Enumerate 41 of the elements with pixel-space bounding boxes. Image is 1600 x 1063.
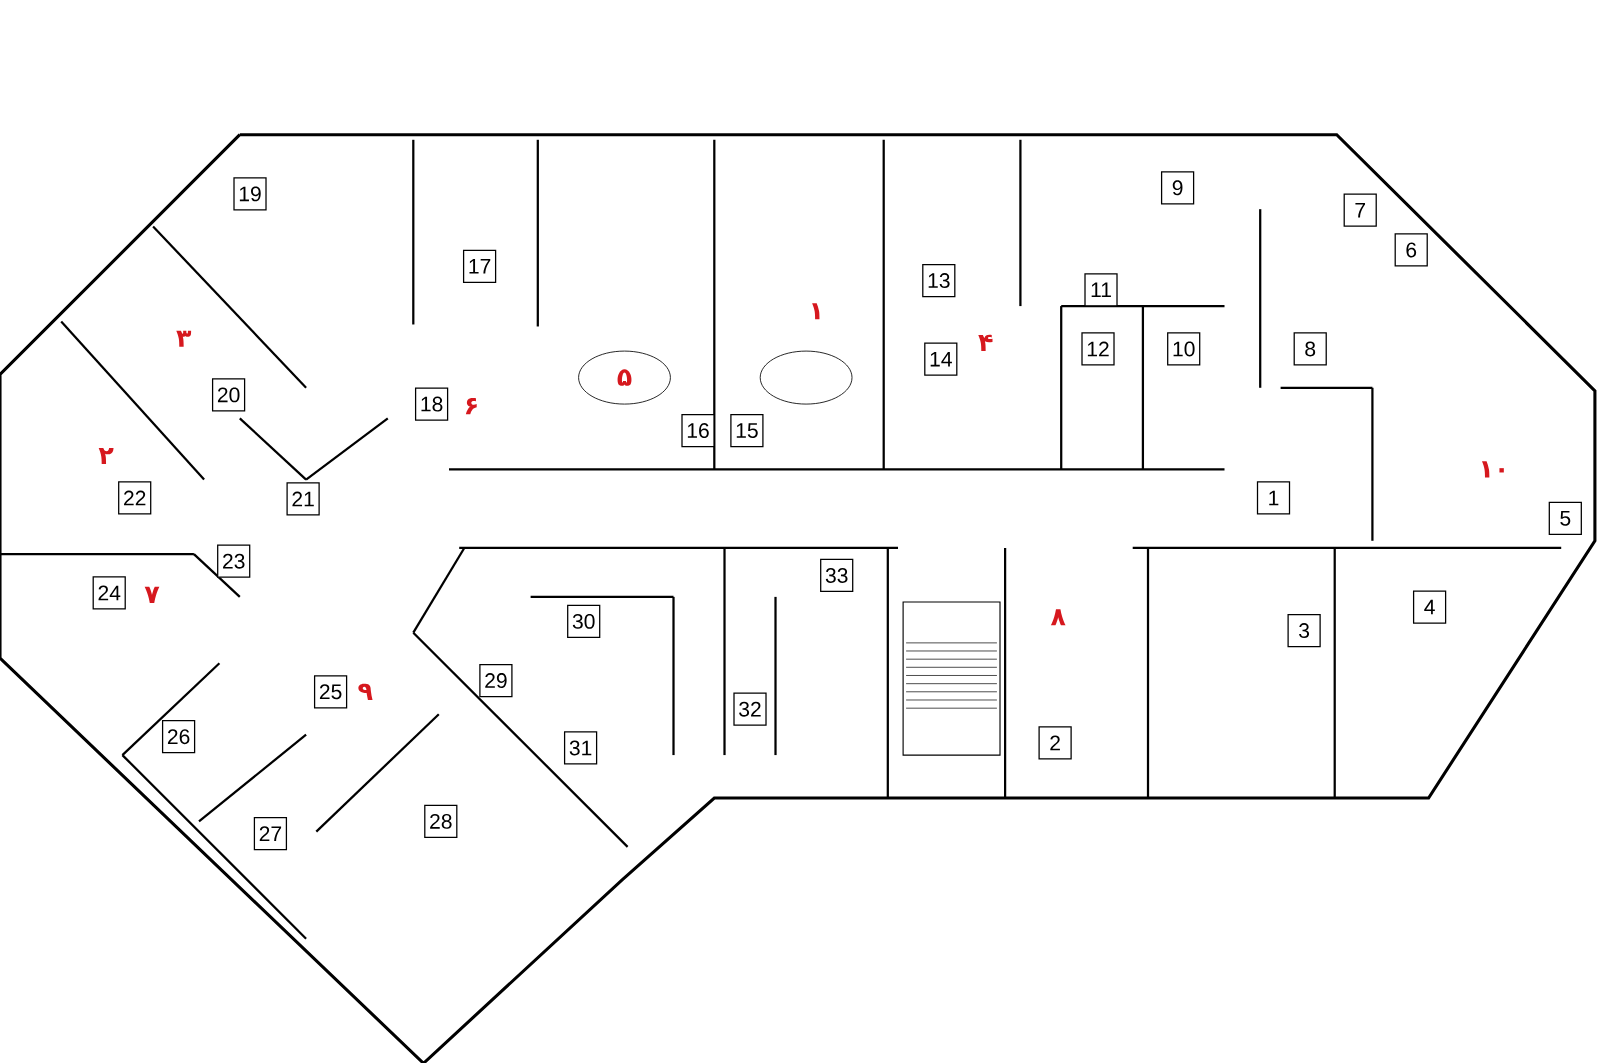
room-number-box: 26 bbox=[161, 720, 196, 754]
room-number-box: 1 bbox=[1256, 481, 1291, 515]
room-number-box: 28 bbox=[424, 804, 458, 839]
room-number-box: 9 bbox=[1160, 171, 1195, 205]
room-number-box: 2 bbox=[1038, 726, 1072, 760]
zone-number: ۴ bbox=[978, 334, 993, 352]
zone-number: ۵ bbox=[617, 369, 632, 386]
room-number-box: 11 bbox=[1084, 273, 1118, 307]
room-number-box: 4 bbox=[1412, 590, 1447, 624]
room-number-box: 10 bbox=[1167, 332, 1201, 366]
room-number-box: 22 bbox=[118, 481, 152, 515]
room-number-box: 14 bbox=[924, 342, 958, 376]
room-number-box: 21 bbox=[286, 482, 320, 516]
room-number-box: 30 bbox=[567, 604, 601, 639]
room-number-box: 24 bbox=[92, 576, 126, 610]
room-number-box: 16 bbox=[681, 413, 715, 448]
zone-number: ۲ bbox=[98, 448, 114, 465]
zone-number: ۱ bbox=[812, 303, 820, 320]
room-number-box: 27 bbox=[253, 817, 288, 851]
room-number-box: 29 bbox=[479, 663, 513, 698]
room-number-box: 6 bbox=[1394, 233, 1428, 267]
room-number-box: 20 bbox=[211, 378, 246, 412]
room-number-box: 17 bbox=[462, 249, 497, 283]
room-number-box: 13 bbox=[922, 263, 956, 298]
room-number-box: 7 bbox=[1343, 193, 1377, 227]
room-number-box: 32 bbox=[733, 692, 767, 726]
room-number-box: 25 bbox=[313, 675, 348, 709]
zone-number: ۳ bbox=[176, 330, 192, 347]
zone-number: ۸ bbox=[1050, 609, 1066, 626]
zone-number: ۷ bbox=[144, 586, 160, 603]
room-number-box: 19 bbox=[233, 177, 267, 211]
room-number-box: 5 bbox=[1548, 501, 1582, 536]
room-number-box: 12 bbox=[1081, 332, 1115, 366]
room-number-box: 23 bbox=[217, 544, 251, 578]
room-number-box: 33 bbox=[820, 558, 854, 593]
room-number-box: 15 bbox=[730, 413, 764, 448]
room-number-box: 8 bbox=[1293, 332, 1327, 366]
zone-number: ۱۰ bbox=[1482, 461, 1504, 478]
room-number-box: 3 bbox=[1287, 613, 1321, 648]
room-number-box: 31 bbox=[563, 731, 598, 765]
room-number-box: 18 bbox=[414, 387, 449, 421]
